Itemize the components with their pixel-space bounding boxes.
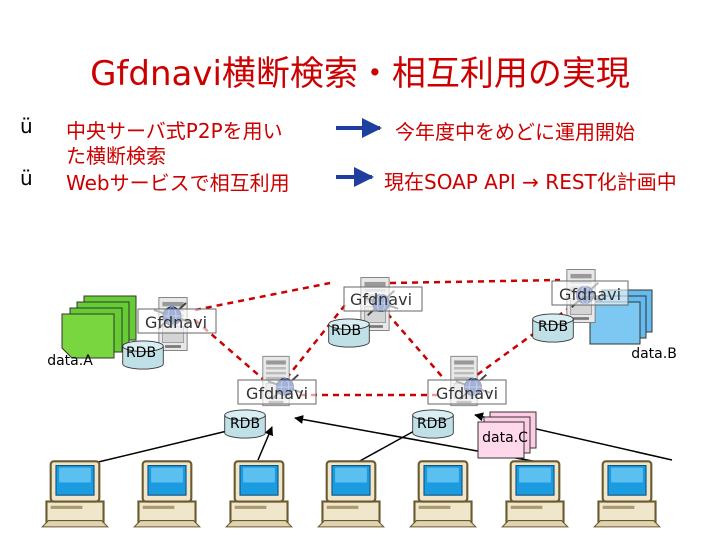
data-b-label: data.B	[631, 346, 677, 362]
server-1: Gfdnavi RDB	[122, 297, 217, 370]
server-4: Gfdnavi RDB	[224, 355, 317, 439]
server-5-label: Gfdnavi	[436, 384, 498, 403]
data-a-stack	[61, 295, 137, 359]
client-pc	[41, 460, 109, 528]
server-2-label: Gfdnavi	[350, 290, 412, 309]
check-icon: ü	[20, 114, 33, 138]
data-c-label: data.C	[482, 430, 528, 446]
right-item-2: 現在SOAP API → REST化計画中	[384, 170, 677, 194]
bullet-1: ü	[20, 114, 33, 138]
client-links	[89, 412, 673, 465]
slide-title: Gfdnavi横断検索・相互利用の実現	[90, 54, 630, 94]
client-pcs	[41, 460, 661, 528]
server-4-db-label: RDB	[230, 416, 260, 432]
bullet-2-line-1: Webサービスで相互利用	[66, 171, 290, 195]
server-1-label: Gfdnavi	[145, 313, 207, 332]
data-a-label: data.A	[47, 353, 93, 369]
bullet-2: ü	[20, 166, 33, 190]
check-icon: ü	[20, 166, 33, 190]
client-pc	[501, 460, 569, 528]
data-c-stack	[477, 411, 537, 459]
server-2-db-label: RDB	[331, 323, 361, 339]
bullet-1-line-1: 中央サーバ式P2Pを用い	[66, 119, 283, 143]
right-item-1: 今年度中をめどに運用開始	[395, 120, 635, 144]
client-pc	[409, 460, 477, 528]
server-2: Gfdnavi RDB	[328, 276, 423, 348]
server-4-label: Gfdnavi	[246, 384, 308, 403]
server-3-label: Gfdnavi	[559, 285, 621, 304]
client-pc	[593, 460, 661, 528]
server-1-db-label: RDB	[126, 345, 156, 361]
bullet-1-line-2: た横断検索	[66, 144, 166, 168]
client-pc	[225, 460, 293, 528]
client-pc	[133, 460, 201, 528]
data-b-stack	[589, 289, 653, 345]
server-5: Gfdnavi RDB	[412, 355, 507, 439]
server-3: Gfdnavi RDB	[532, 268, 629, 343]
server-5-db-label: RDB	[417, 416, 447, 432]
client-pc	[317, 460, 385, 528]
server-3-db-label: RDB	[538, 319, 568, 335]
